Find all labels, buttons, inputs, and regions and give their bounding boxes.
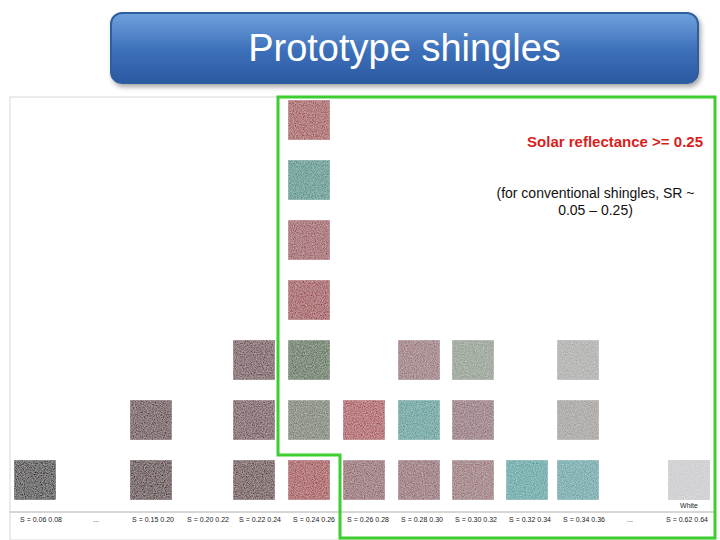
shingle-swatch (130, 460, 172, 500)
axis-label: S = 0.26 0.28 (341, 516, 395, 523)
title-banner: Prototype shingles (110, 12, 699, 84)
shingle-swatch (288, 280, 330, 320)
axis-label: S = 0.32 0.34 (503, 516, 557, 523)
axis-label: S = 0.28 0.30 (395, 516, 449, 523)
title-text: Prototype shingles (248, 27, 561, 70)
axis-label: ... (86, 516, 106, 523)
shingle-swatch (288, 100, 330, 140)
axis-label: S = 0.15 0.20 (126, 516, 180, 523)
shingle-swatch (288, 160, 330, 200)
axis-label: S = 0.24 0.26 (287, 516, 341, 523)
shingle-swatch (668, 460, 710, 500)
axis-label: S = 0.62 0.64 (660, 516, 714, 523)
axis-label: ... (620, 516, 640, 523)
region-outline (278, 97, 715, 538)
slide-panel (10, 97, 715, 540)
shingle-swatch (557, 400, 599, 440)
shingle-swatch (233, 400, 275, 440)
axis-label: S = 0.22 0.24 (233, 516, 287, 523)
shingle-swatch (557, 340, 599, 380)
shingle-swatch (398, 400, 440, 440)
shingle-swatch (452, 460, 494, 500)
swatch-caption: White (668, 502, 710, 509)
shingle-swatch (288, 340, 330, 380)
shingle-swatch (233, 460, 275, 500)
shingle-swatch (452, 400, 494, 440)
shingle-swatch (288, 460, 330, 500)
shingle-swatch (288, 220, 330, 260)
shingle-swatch (506, 460, 548, 500)
axis-line (10, 512, 715, 513)
region-note: (for conventional shingles, SR ~ 0.05 – … (488, 185, 703, 219)
axis-label: S = 0.34 0.36 (557, 516, 611, 523)
region-heading: Solar reflectance >= 0.25 (443, 133, 703, 151)
shingle-swatch (398, 460, 440, 500)
axis-label: S = 0.30 0.32 (449, 516, 503, 523)
shingle-swatch (343, 400, 385, 440)
shingle-swatch (233, 340, 275, 380)
axis-label: S = 0.06 0.08 (14, 516, 68, 523)
shingle-swatch (130, 400, 172, 440)
shingle-swatch (343, 460, 385, 500)
shingle-swatch (288, 400, 330, 440)
shingle-swatch (398, 340, 440, 380)
highlight-region: Solar reflectance >= 0.25 (for convention… (278, 97, 715, 538)
shingle-swatch (452, 340, 494, 380)
axis-label: S = 0.20 0.22 (181, 516, 235, 523)
shingle-swatch (14, 460, 56, 500)
shingle-swatch (557, 460, 599, 500)
